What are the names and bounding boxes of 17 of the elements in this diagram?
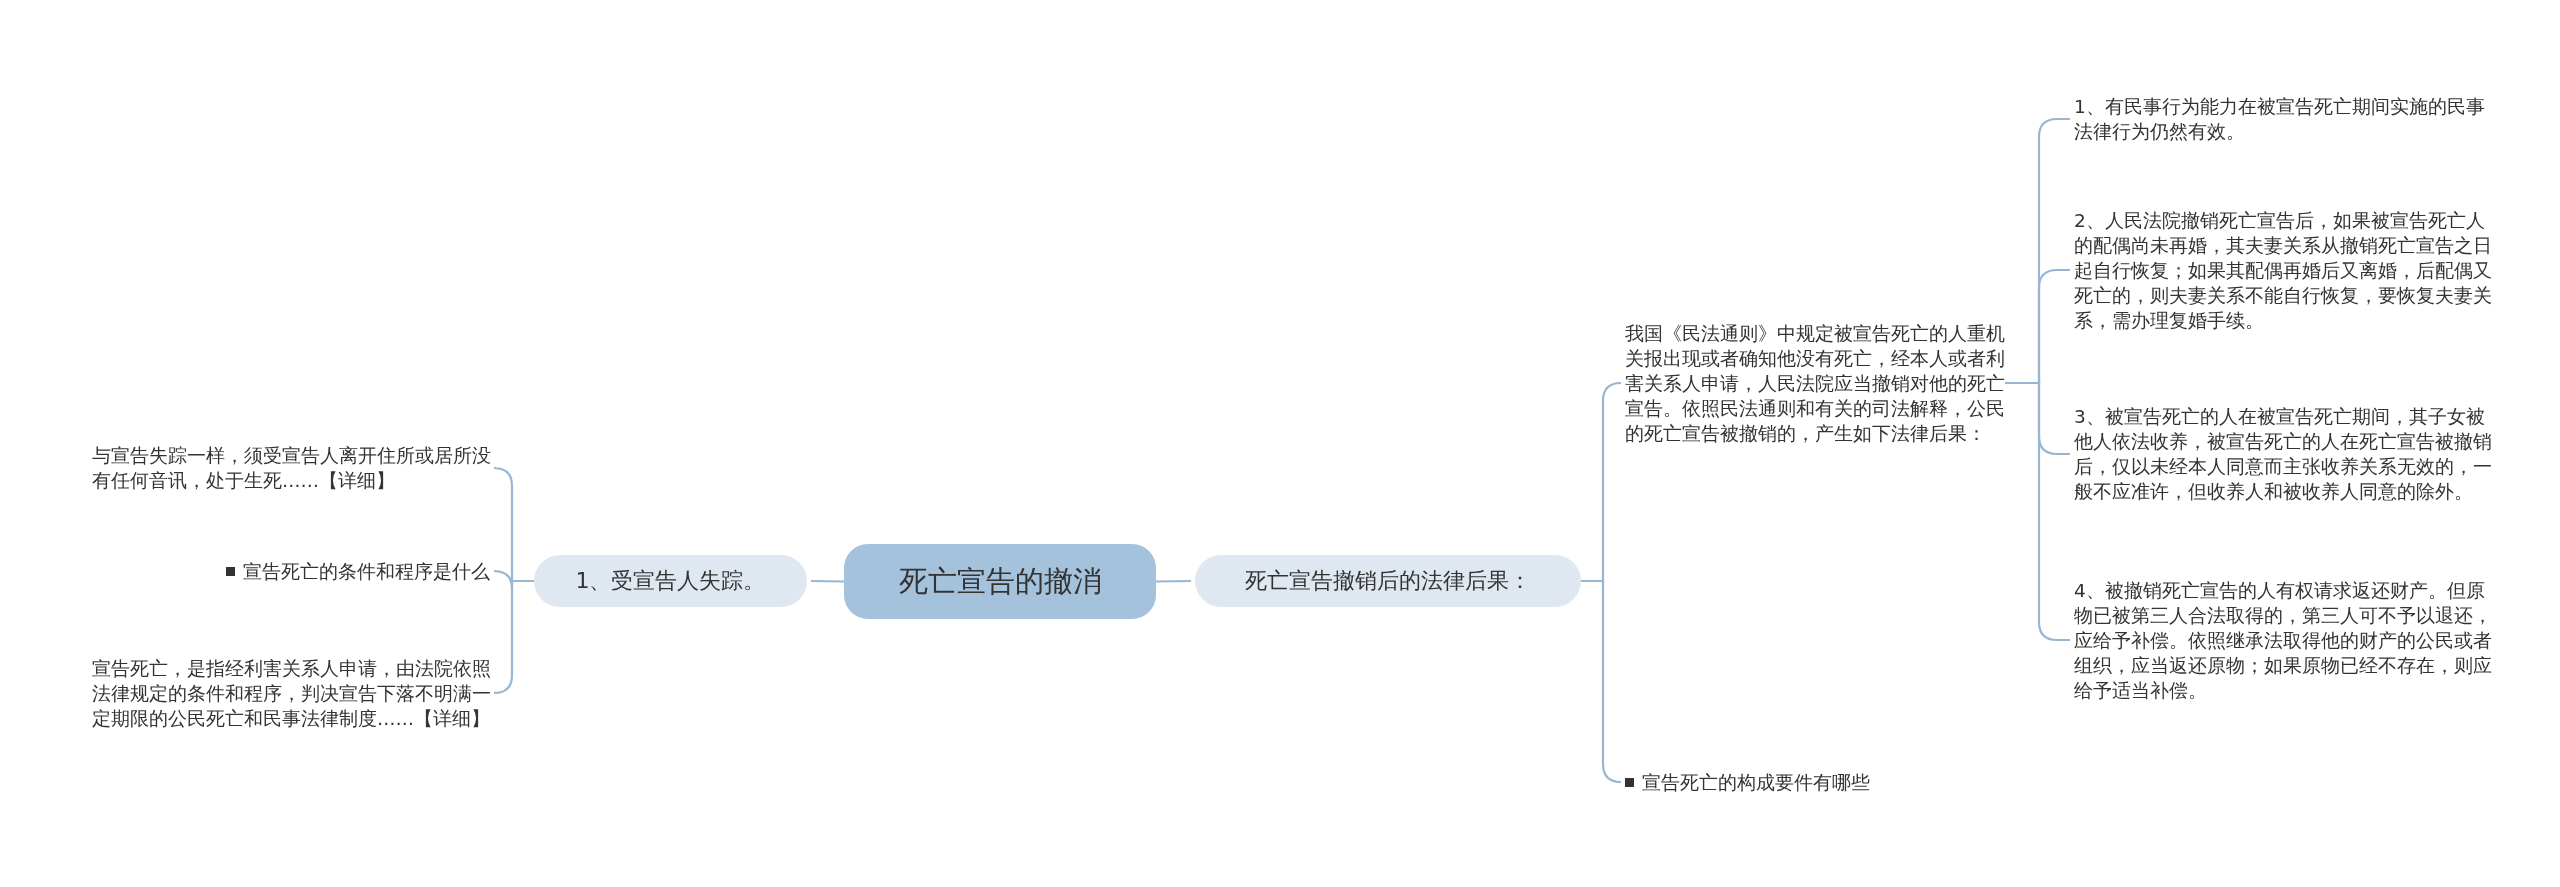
topic-text: 1、有民事行为能力在被宣告死亡期间实施的民事法律行为仍然有效。	[2074, 95, 2486, 144]
connector-line	[2005, 381, 2070, 642]
connector-line	[492, 579, 534, 695]
branch-topic: 死亡宣告撤销后的法律后果：	[1195, 555, 1581, 607]
link-text: 宣告死亡的条件和程序是什么	[243, 559, 490, 584]
branch-topic: 1、受宣告人失踪。	[534, 555, 807, 607]
topic-text: 我国《民法通则》中规定被宣告死亡的人重机关报出现或者确知他没有死亡，经本人或者利害关系人申请，人民法院应当撤销对他的死亡宣告。依照民法通则和有关的司法解释，公民的死亡宣告被撤销的，产生如下法律后果：	[1625, 321, 2005, 446]
connector-line	[1156, 579, 1191, 583]
topic-text: 2、人民法院撤销死亡宣告后，如果被宣告死亡人的配偶尚未再婚，其夫妻关系从撤销死亡宣告之日起自行恢复；如果其配偶再婚后又离婚，后配偶又死亡的，则夫妻关系不能自行恢复，要恢复夫妻关系，需办理复婚手续。	[2074, 208, 2493, 333]
connector-line	[811, 579, 844, 583]
central-topic: 死亡宣告的撤消	[844, 544, 1156, 619]
topic-text: 宣告死亡，是指经利害关系人申请，由法院依照法律规定的条件和程序，判决宣告下落不明满一定期限的公民死亡和民事法律制度……【详细】	[92, 656, 492, 731]
link-text: 宣告死亡的构成要件有哪些	[1642, 770, 1870, 795]
topic-text: 4、被撤销死亡宣告的人有权请求返还财产。但原物已被第三人合法取得的，第三人可不予以退还，应给予补偿。依照继承法取得他的财产的公民或者组织，应当返还原物；如果原物已经不存在，则应给予适当补偿。	[2074, 578, 2493, 703]
topic-text: 3、被宣告死亡的人在被宣告死亡期间，其子女被他人依法收养，被宣告死亡的人在死亡宣告被撤销后，仅以未经本人同意而主张收养关系无效的，一般不应准许，但收养人和被收养人同意的除外。	[2074, 405, 2493, 504]
connector-line	[1581, 579, 1623, 784]
topic-text: 与宣告失踪一样，须受宣告人离开住所或居所没有任何音讯，处于生死……【详细】	[92, 444, 492, 493]
